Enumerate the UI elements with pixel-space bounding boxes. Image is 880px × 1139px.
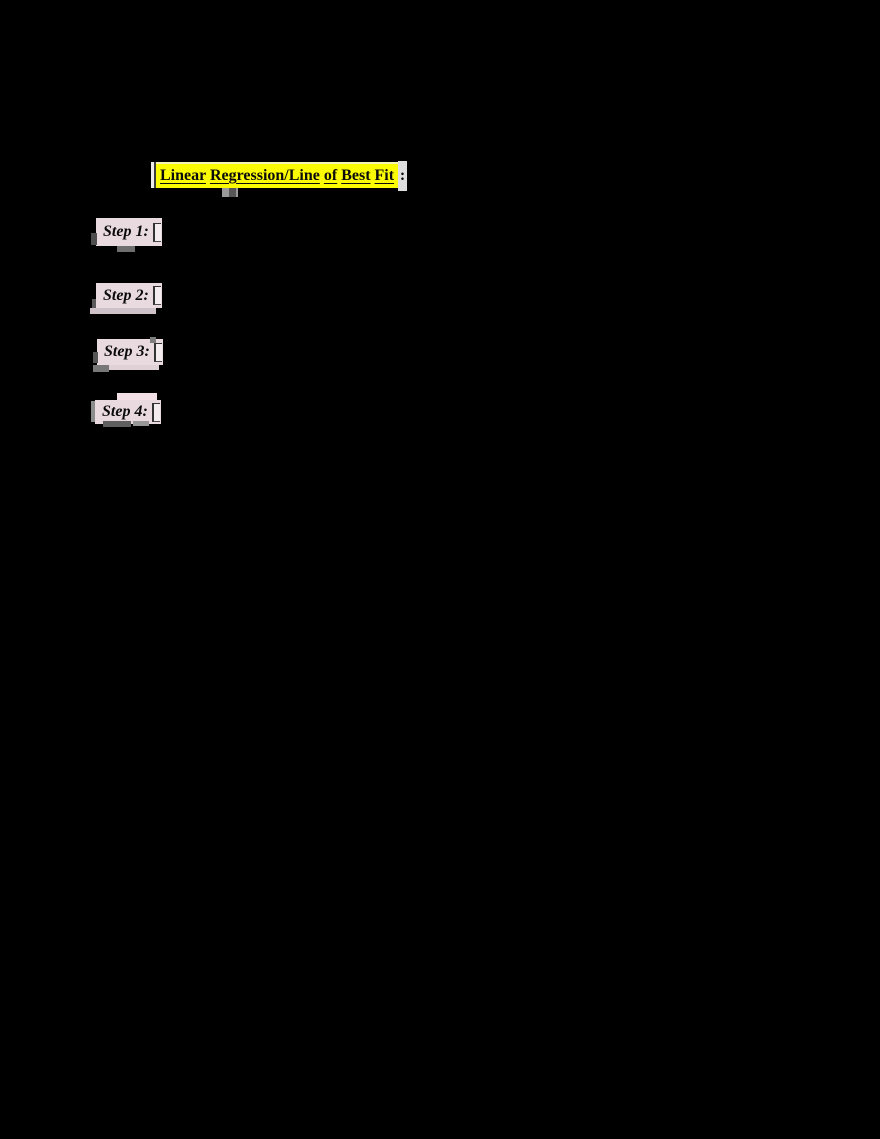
document-title-row: Linear Regression/Line of Best Fit : <box>151 161 408 191</box>
render-artifact <box>91 401 95 422</box>
step-1-text: Step 1: <box>103 223 149 240</box>
render-artifact <box>90 308 156 314</box>
render-artifact <box>133 421 149 426</box>
highlight-fragment <box>117 393 157 401</box>
title-colon: : <box>398 161 408 191</box>
render-artifact <box>93 365 109 372</box>
render-artifact <box>222 188 238 197</box>
render-artifact <box>103 421 131 427</box>
step-3-label: Step 3: <box>97 339 163 365</box>
step-1-label: Step 1: <box>96 218 162 246</box>
text-caret-mark <box>151 402 160 422</box>
text-caret-mark <box>153 342 162 362</box>
step-2-text: Step 2: <box>103 286 149 304</box>
render-artifact <box>229 188 236 197</box>
step-2-label: Step 2: <box>96 283 162 308</box>
step-3-text: Step 3: <box>104 343 150 360</box>
page-title: Linear Regression/Line of Best Fit <box>160 166 395 184</box>
text-caret-mark <box>152 222 161 242</box>
render-artifact <box>92 299 96 308</box>
render-artifact <box>91 233 97 245</box>
step-4-label: Step 4: <box>95 400 161 424</box>
step-4-text: Step 4: <box>102 403 148 420</box>
render-artifact <box>103 365 159 370</box>
text-caret-mark <box>152 286 161 305</box>
render-artifact <box>117 246 135 252</box>
text-caret-mark <box>151 162 156 188</box>
title-highlight: Linear Regression/Line of Best Fit <box>156 162 399 188</box>
render-artifact <box>150 337 156 343</box>
render-artifact <box>93 352 98 363</box>
